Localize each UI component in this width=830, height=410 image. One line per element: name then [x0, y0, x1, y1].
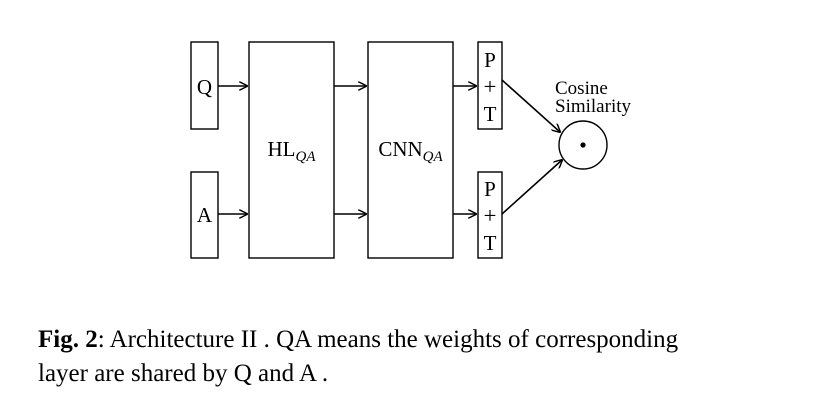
pt-bottom-box: P + T	[477, 171, 503, 259]
cnn-label: CNNQA	[378, 137, 443, 165]
pt-bottom-t: T	[484, 231, 497, 255]
dot-product-symbol	[580, 142, 586, 148]
cosine-label-line1: Cosine	[555, 78, 608, 99]
cnn-block: CNNQA	[367, 41, 454, 259]
input-q-box: Q	[190, 41, 219, 130]
pt-top-box: P + T	[477, 41, 503, 130]
figure-number: Fig. 2	[38, 326, 98, 353]
arrow-pt-bottom-to-cosine	[501, 160, 562, 215]
hl-label: HLQA	[268, 137, 317, 165]
input-a-label: A	[197, 203, 213, 227]
pt-top-p: P	[484, 48, 496, 72]
pt-top-t: T	[484, 102, 497, 126]
caption-text-line1: Architecture II . QA means the weights o…	[104, 326, 679, 353]
pt-bottom-plus: +	[484, 203, 497, 228]
hl-subscript: QA	[296, 149, 317, 165]
caption-text-line2: layer are shared by Q and A .	[38, 360, 329, 387]
pt-top-plus: +	[484, 74, 497, 99]
input-q-label: Q	[197, 75, 212, 99]
arrow-pt-top-to-cosine	[501, 79, 560, 132]
figure-caption: Fig. 2: Architecture II . QA means the w…	[38, 323, 808, 391]
pt-bottom-p: P	[484, 177, 496, 201]
cnn-subscript: QA	[423, 149, 444, 165]
input-a-box: A	[190, 171, 219, 259]
cosine-node	[558, 120, 608, 170]
caption-separator: :	[97, 326, 105, 353]
hl-name: HL	[268, 137, 296, 161]
architecture-diagram: Q A HLQA CNNQA P + T P + T Cosin	[190, 41, 632, 259]
hl-block: HLQA	[248, 41, 335, 259]
cnn-name: CNN	[378, 137, 422, 161]
cosine-label-line2: Similarity	[555, 96, 632, 117]
